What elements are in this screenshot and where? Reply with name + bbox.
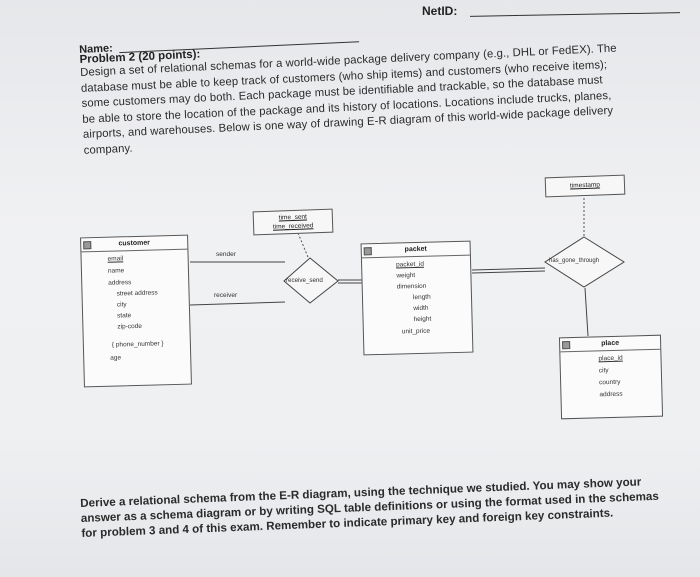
role-sender: sender [216, 251, 236, 258]
table-icon [562, 341, 571, 350]
customer-entity: customer email name address street addre… [80, 234, 192, 388]
attr-length: length [412, 293, 431, 302]
attr-age: age [110, 354, 122, 362]
table-icon [363, 247, 372, 256]
receive-send-attributes: time_sent time_received [252, 208, 334, 236]
attr-unit-price: unit_price [401, 327, 431, 336]
attr-dimension: dimension [396, 282, 427, 291]
attr-weight: weight [396, 272, 416, 280]
attr-country: country [599, 378, 621, 387]
attr-place-id: place_id [598, 354, 623, 363]
attr-state: state [117, 312, 132, 320]
attr-city: city [598, 367, 609, 375]
attr-address: address [108, 279, 132, 287]
attr-packet-id: packet_id [396, 260, 425, 269]
attr-name: name [107, 267, 125, 275]
attr-city: city [116, 301, 127, 309]
attr-email: email [107, 255, 124, 263]
attr-zip-code: zip-code [117, 322, 143, 331]
attr-address: address [599, 390, 623, 399]
receive-send-label: receive_send [286, 277, 323, 284]
attr-width: width [413, 304, 429, 313]
role-receiver: receiver [214, 292, 238, 299]
attr-street-address: street address [116, 289, 158, 298]
attr-phone-number: { phone_number } [111, 340, 164, 349]
has-gone-through-label: has_gone_through [549, 258, 600, 264]
table-icon [83, 241, 92, 250]
place-title: place [601, 339, 620, 348]
timestamp-attribute: timestamp [544, 174, 626, 198]
attr-timestamp: timestamp [569, 181, 601, 190]
attr-height: height [413, 315, 432, 324]
netid-label: NetID: [422, 4, 458, 18]
place-entity: place place_id city country address [558, 334, 664, 420]
customer-title: customer [118, 239, 151, 248]
packet-entity: packet packet_id weight dimension length… [360, 240, 474, 356]
packet-title: packet [404, 245, 427, 254]
attr-time-received: time_received [272, 222, 314, 231]
